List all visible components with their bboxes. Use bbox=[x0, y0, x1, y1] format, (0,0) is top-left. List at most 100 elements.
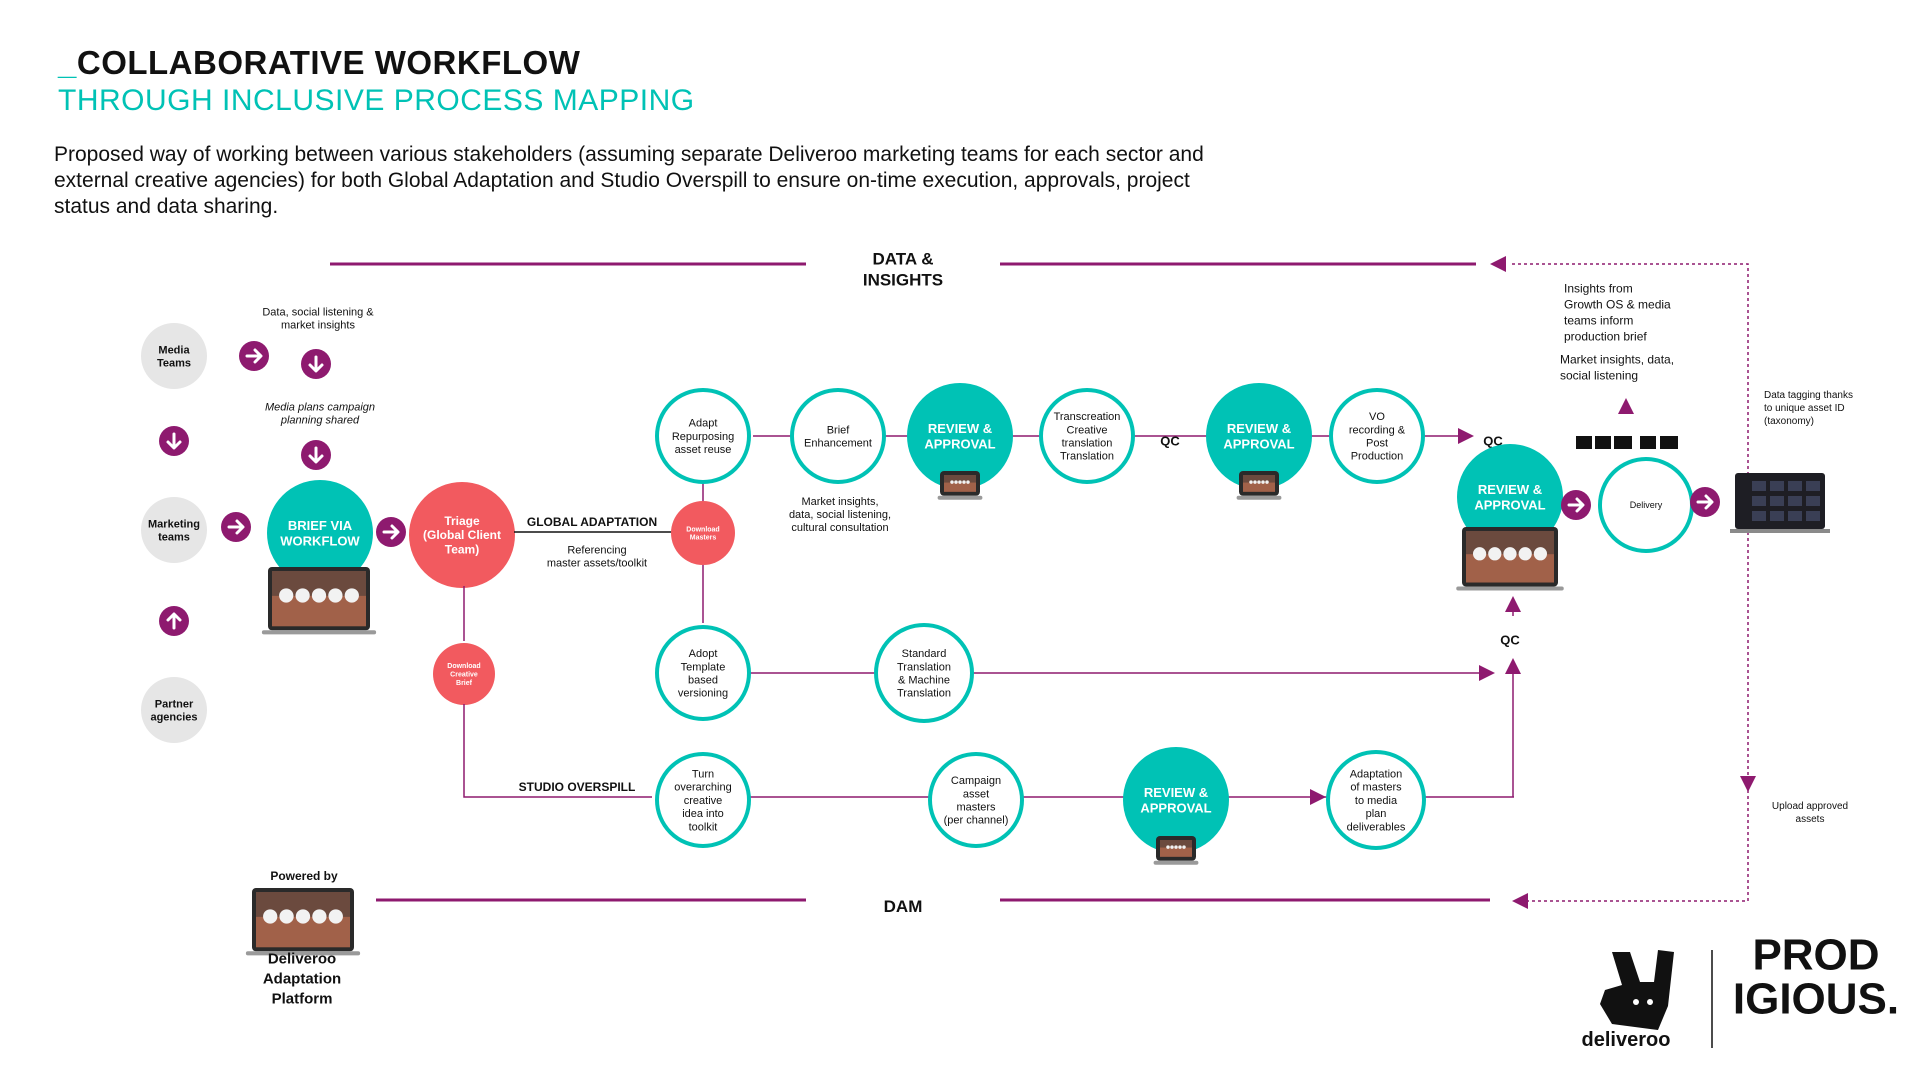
laptop-base bbox=[1236, 495, 1282, 500]
arrow-glyph bbox=[1567, 497, 1585, 513]
platform-laptop-icon bbox=[245, 888, 361, 956]
review-approval-circle-2 bbox=[1206, 383, 1312, 489]
adaptation-masters-circle bbox=[1326, 750, 1426, 850]
avatar-dot bbox=[1174, 845, 1178, 849]
avatar-dot bbox=[1261, 480, 1265, 484]
qc-arrowhead-icon bbox=[1505, 596, 1521, 612]
laptop-base bbox=[261, 630, 377, 635]
avatar-dot bbox=[1182, 845, 1186, 849]
avatar-dot bbox=[311, 588, 327, 603]
dam-band-arrowhead-icon bbox=[1512, 893, 1528, 909]
studio-route-line bbox=[463, 704, 652, 798]
arrow-down-icon bbox=[301, 440, 331, 470]
arrow-glyph bbox=[1696, 494, 1714, 510]
review-approval-circle-3-label: REVIEW &APPROVAL bbox=[1140, 785, 1211, 816]
pixel-block bbox=[1576, 436, 1592, 449]
dashboard-base bbox=[1730, 529, 1830, 533]
dashboard-tile bbox=[1788, 481, 1802, 491]
avatar-dot bbox=[1518, 547, 1532, 561]
campaign-masters-circle bbox=[928, 752, 1024, 848]
review-approval-circle-3 bbox=[1123, 747, 1229, 853]
arrow-down-icon bbox=[159, 426, 189, 456]
avatar-dot bbox=[279, 588, 294, 603]
review-approval-circle-1 bbox=[907, 383, 1013, 489]
partner-agencies-circle bbox=[141, 677, 207, 743]
review-approval-circle-1-label: REVIEW &APPROVAL bbox=[924, 421, 995, 452]
logo-eye bbox=[1633, 999, 1639, 1005]
arrow-glyph bbox=[308, 446, 324, 464]
laptop-screen-shade bbox=[1160, 847, 1192, 857]
arrow-right-icon bbox=[376, 517, 406, 547]
avatar-dot bbox=[954, 480, 958, 484]
avatar-dot bbox=[1170, 845, 1174, 849]
adopt-template-circle bbox=[655, 625, 751, 721]
arrow-up-icon bbox=[159, 606, 189, 636]
market-insights-note: Market insights,data, social listening,c… bbox=[789, 496, 891, 534]
dashboard-tile bbox=[1806, 511, 1820, 521]
vo-recording-circle bbox=[1329, 388, 1425, 484]
review-approval-circle-4-label: REVIEW &APPROVAL bbox=[1474, 482, 1545, 513]
media-teams-circle bbox=[141, 323, 207, 389]
arrow-glyph bbox=[245, 348, 263, 364]
dam-heading: DAM bbox=[884, 897, 923, 916]
upload-arrow-icon bbox=[1740, 776, 1756, 792]
pixel-block bbox=[1640, 436, 1656, 449]
page-subtitle: THROUGH INCLUSIVE PROCESS MAPPING bbox=[58, 84, 695, 117]
avatar-dot bbox=[344, 588, 359, 603]
arrow-right-icon bbox=[1690, 487, 1720, 517]
arrow-glyph bbox=[382, 524, 400, 540]
dashboard-tile bbox=[1788, 511, 1802, 521]
deliveroo-kangaroo-icon bbox=[1600, 950, 1674, 1030]
title-text: COLLABORATIVE WORKFLOW bbox=[76, 44, 581, 81]
avatar-dot bbox=[1257, 480, 1261, 484]
laptop-base bbox=[245, 951, 361, 956]
insights-arrowhead-icon bbox=[1618, 398, 1634, 414]
avatar-dot bbox=[1166, 845, 1170, 849]
powered-by-label: Powered by bbox=[270, 869, 338, 883]
arrow-down-icon bbox=[301, 349, 331, 379]
page-description: Proposed way of working between various … bbox=[54, 143, 1204, 218]
avatar-dot bbox=[962, 480, 966, 484]
standard-translation-circle bbox=[874, 623, 974, 723]
pixel-block bbox=[1660, 436, 1678, 449]
brief-workflow-circle bbox=[267, 480, 373, 586]
middle-row-arrowhead-icon bbox=[1479, 665, 1495, 681]
qc-label-2: QC bbox=[1483, 434, 1503, 449]
laptop-base bbox=[937, 495, 983, 500]
arrow-glyph bbox=[227, 519, 245, 535]
data-social-note: Data, social listening &market insights bbox=[262, 306, 374, 331]
pixel-block bbox=[1595, 436, 1611, 449]
review-approval-circle-4 bbox=[1457, 444, 1563, 550]
dashboard-tile bbox=[1752, 496, 1766, 506]
avatar-dot bbox=[295, 909, 311, 924]
global-adaptation-label: GLOBAL ADAPTATION bbox=[527, 515, 657, 529]
top-row-arrowhead-icon bbox=[1458, 428, 1474, 444]
triage-circle bbox=[409, 482, 515, 588]
data-band-arrowhead-icon bbox=[1490, 256, 1506, 272]
dashboard-tile bbox=[1788, 496, 1802, 506]
title-prefix: _ bbox=[58, 44, 77, 81]
pixel-block bbox=[1614, 436, 1632, 449]
arrow-glyph bbox=[308, 355, 324, 373]
transcreation-circle bbox=[1039, 388, 1135, 484]
avatar-dot bbox=[328, 588, 343, 603]
turn-overarching-circle bbox=[655, 752, 751, 848]
arrow-right-icon bbox=[221, 512, 251, 542]
avatar-dot bbox=[1533, 547, 1548, 561]
avatar-dot bbox=[966, 480, 970, 484]
studio-arrowhead-icon bbox=[1505, 658, 1521, 674]
